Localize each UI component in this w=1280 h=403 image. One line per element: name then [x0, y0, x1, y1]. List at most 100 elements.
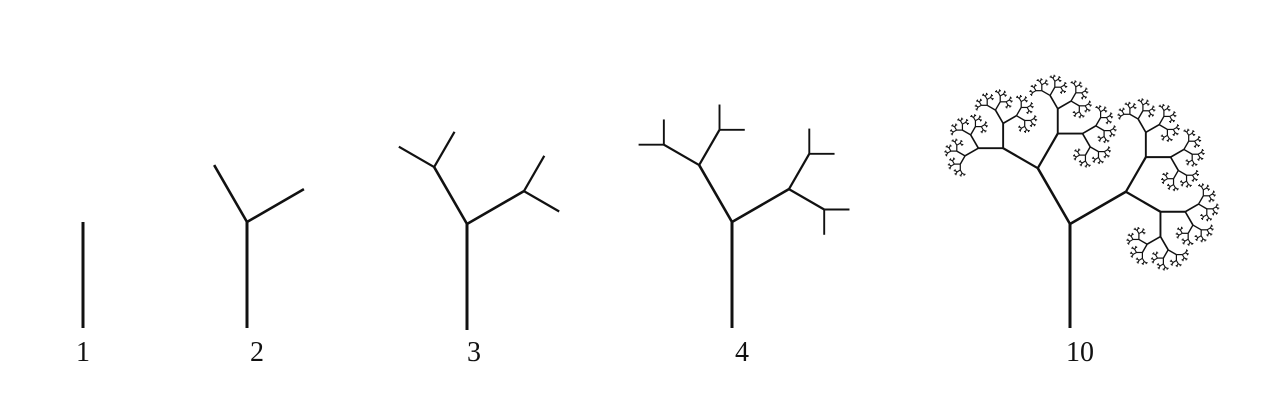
tree-branch: [1206, 187, 1209, 190]
tree-branch: [948, 164, 952, 167]
tree-branch: [1172, 170, 1179, 180]
tree-branch: [1054, 78, 1059, 82]
tree-branch: [952, 158, 955, 162]
tree-branch: [1110, 133, 1113, 137]
tree-branch: [1157, 264, 1161, 267]
tree-branch: [788, 188, 825, 211]
tree-branch: [1154, 257, 1158, 261]
tree-branch: [1177, 263, 1181, 266]
tree-branch: [1005, 101, 1009, 106]
tree-branch: [1198, 203, 1208, 210]
tree-branch: [1129, 113, 1139, 120]
tree-branch: [1089, 146, 1099, 153]
tree-branch: [970, 126, 977, 136]
tree-branch: [1208, 193, 1213, 197]
tree-branch: [996, 91, 999, 94]
tree-branch: [1070, 100, 1080, 107]
tree-branch: [1151, 106, 1154, 110]
tree-branch: [1133, 251, 1137, 255]
tree-branch: [1032, 90, 1037, 93]
tree-branch: [1188, 132, 1193, 136]
tree-branch: [1158, 124, 1168, 131]
tree-branch: [973, 115, 976, 118]
tree-branch: [1200, 150, 1203, 153]
tree-branch: [1129, 106, 1134, 109]
tree-branch: [1026, 129, 1029, 132]
tree-branch: [1118, 114, 1122, 117]
tree-branch: [1155, 252, 1158, 256]
tree-branch: [989, 95, 992, 98]
tree-branch: [213, 164, 249, 223]
tree-branch: [1125, 190, 1162, 213]
tree-branch: [1098, 108, 1102, 112]
tree-branch: [1192, 172, 1196, 176]
tree-branch: [983, 94, 986, 97]
tree-branch: [246, 188, 305, 224]
tree-branch: [1100, 160, 1103, 163]
tree-branch: [1152, 259, 1155, 263]
tree-branch: [960, 120, 963, 125]
tree-branch: [1184, 211, 1194, 226]
tree-branch: [1176, 233, 1180, 236]
tree-branch: [975, 118, 979, 122]
tree-branch: [1077, 149, 1080, 153]
tree-branch: [1081, 95, 1085, 99]
tree-branch: [1195, 172, 1198, 175]
tree-branch: [1212, 211, 1216, 215]
tree-branch: [1145, 102, 1149, 105]
tree-branch: [1109, 115, 1112, 118]
tree-branch: [1039, 81, 1043, 86]
tree-branch: [1073, 81, 1076, 85]
tree-branch: [999, 93, 1004, 97]
tree-branch: [952, 140, 956, 143]
tree-branch: [1044, 80, 1047, 84]
tree-branch: [1162, 249, 1169, 259]
tree-branch: [663, 143, 700, 167]
tree-branch: [1081, 92, 1085, 97]
tree-branch: [1141, 258, 1145, 262]
tree-branch: [954, 139, 957, 143]
tree-branch: [1075, 111, 1080, 115]
tree-branch: [1140, 99, 1143, 102]
tree-branch: [1186, 160, 1190, 163]
tree-branch: [1082, 125, 1097, 135]
tree-branch: [953, 129, 957, 133]
tree-branch: [1024, 126, 1028, 130]
tree-branch: [1098, 136, 1102, 139]
tree-branch: [951, 130, 954, 133]
tree-branch: [1002, 114, 1017, 125]
tree-branch: [1074, 155, 1077, 158]
tree-branch: [1084, 90, 1088, 93]
tree-branch: [977, 104, 982, 108]
tree-branch: [1071, 82, 1075, 85]
tree-branch: [959, 155, 966, 165]
tree-branch: [960, 172, 963, 176]
tree-branch: [960, 118, 963, 122]
tree-branch: [1184, 203, 1199, 213]
tree-branch: [1129, 238, 1134, 242]
tree-branch: [1033, 87, 1037, 91]
tree-branch: [1081, 90, 1086, 94]
tree-branch: [731, 188, 790, 224]
tree-branch: [1167, 138, 1170, 141]
tree-branch: [1140, 101, 1144, 106]
tree-branch: [1192, 178, 1195, 181]
tree-branch: [1016, 115, 1026, 122]
tree-branch: [1073, 111, 1077, 115]
tree-branch: [1199, 185, 1202, 188]
tree-branch: [1159, 236, 1169, 251]
tree-branch: [1078, 84, 1082, 87]
tree-branch: [1095, 157, 1099, 160]
tree-branch: [1148, 110, 1152, 115]
tree-branch: [964, 147, 979, 157]
tree-branch: [1036, 132, 1059, 169]
tree-branch: [1033, 116, 1036, 119]
tree-branch: [952, 160, 955, 165]
tree-branch: [1165, 175, 1169, 179]
stage-label-2: 2: [250, 337, 264, 368]
tree-branch: [1172, 129, 1176, 133]
tree-branch: [698, 129, 721, 166]
tree-branch: [1186, 184, 1189, 187]
tree-branch: [1182, 257, 1185, 261]
